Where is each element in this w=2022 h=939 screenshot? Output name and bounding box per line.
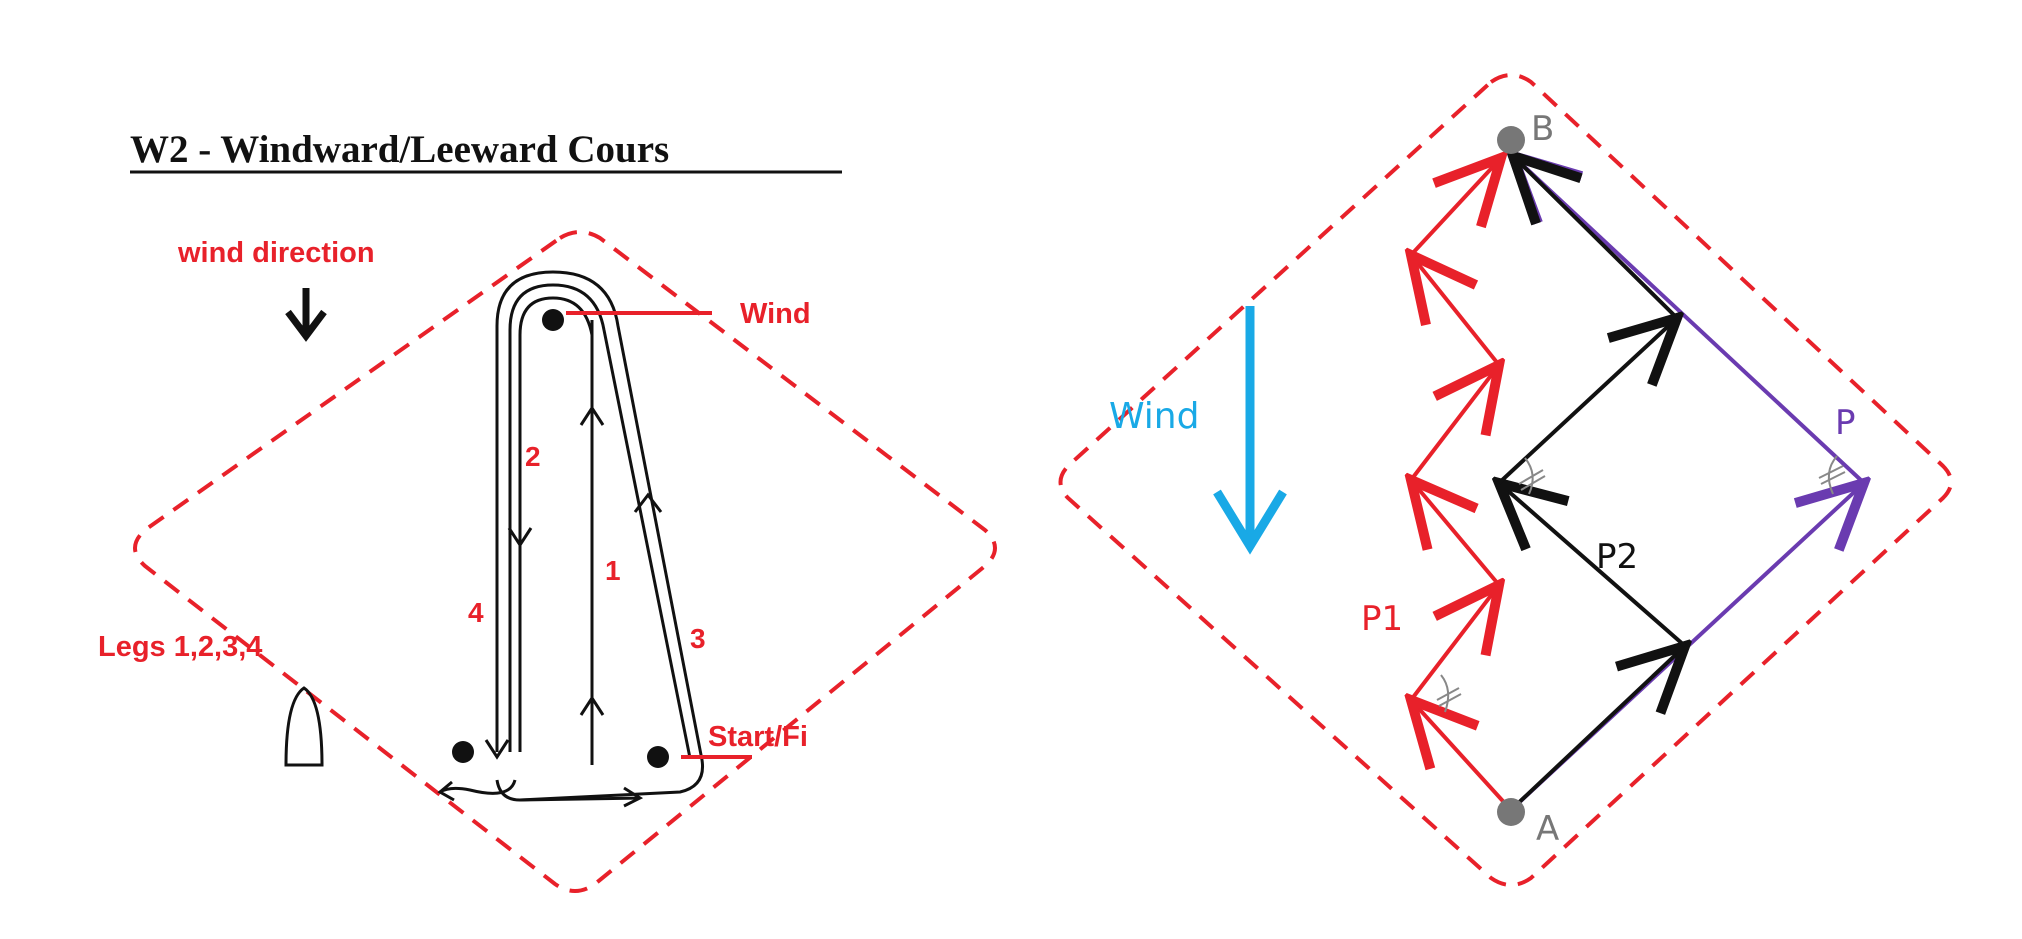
- point-b-label: B: [1531, 109, 1554, 149]
- course-title: W2 - Windward/Leeward Cours: [130, 128, 669, 171]
- wind-arrow-icon: [285, 288, 327, 342]
- paths-diagram: Wind: [1058, 73, 1953, 887]
- path-label-p1: P1: [1361, 599, 1403, 639]
- path-p1-red: [1411, 158, 1513, 812]
- wind-label: Wind: [1109, 396, 1199, 437]
- windward-leeward-course-panel: W2 - Windward/Leeward Cours wind directi…: [98, 128, 997, 893]
- legs-label: Legs 1,2,3,4: [98, 631, 262, 663]
- leg-label-1: 1: [605, 555, 621, 586]
- point-a-label: A: [1536, 809, 1559, 849]
- leg-label-4: 4: [468, 597, 484, 628]
- path-p-purple: [1511, 156, 1864, 812]
- path-label-p2: P2: [1596, 537, 1638, 577]
- leg-label-2: 2: [525, 441, 541, 472]
- start-mark-buoy-icon: [647, 746, 669, 768]
- point-a-marker: [1497, 798, 1525, 826]
- boat-icon: [284, 686, 324, 767]
- start-finish-label: Start/Fi: [708, 721, 808, 753]
- leg-direction-arrows: [437, 405, 663, 808]
- point-b-marker: [1497, 126, 1525, 154]
- windward-mark-buoy-icon: [542, 309, 564, 331]
- path-p2-black: [1499, 156, 1685, 812]
- sailing-paths-panel: Wind: [1011, 0, 2022, 939]
- path-label-p-purple: P: [1835, 403, 1856, 443]
- course-diagram: W2 - Windward/Leeward Cours wind directi…: [98, 128, 997, 893]
- angle-mark-icon: [1436, 455, 1846, 713]
- region-dashed-outline: [133, 230, 997, 893]
- windward-mark-label: Wind: [740, 298, 811, 330]
- leeward-mark-buoy-icon: [452, 741, 474, 763]
- course-loop: [439, 270, 705, 802]
- region-dashed-outline: [1058, 73, 1953, 887]
- wind-direction-label: wind direction: [177, 237, 375, 269]
- wind-arrow-icon: [1213, 306, 1287, 555]
- leg-label-3: 3: [690, 623, 706, 654]
